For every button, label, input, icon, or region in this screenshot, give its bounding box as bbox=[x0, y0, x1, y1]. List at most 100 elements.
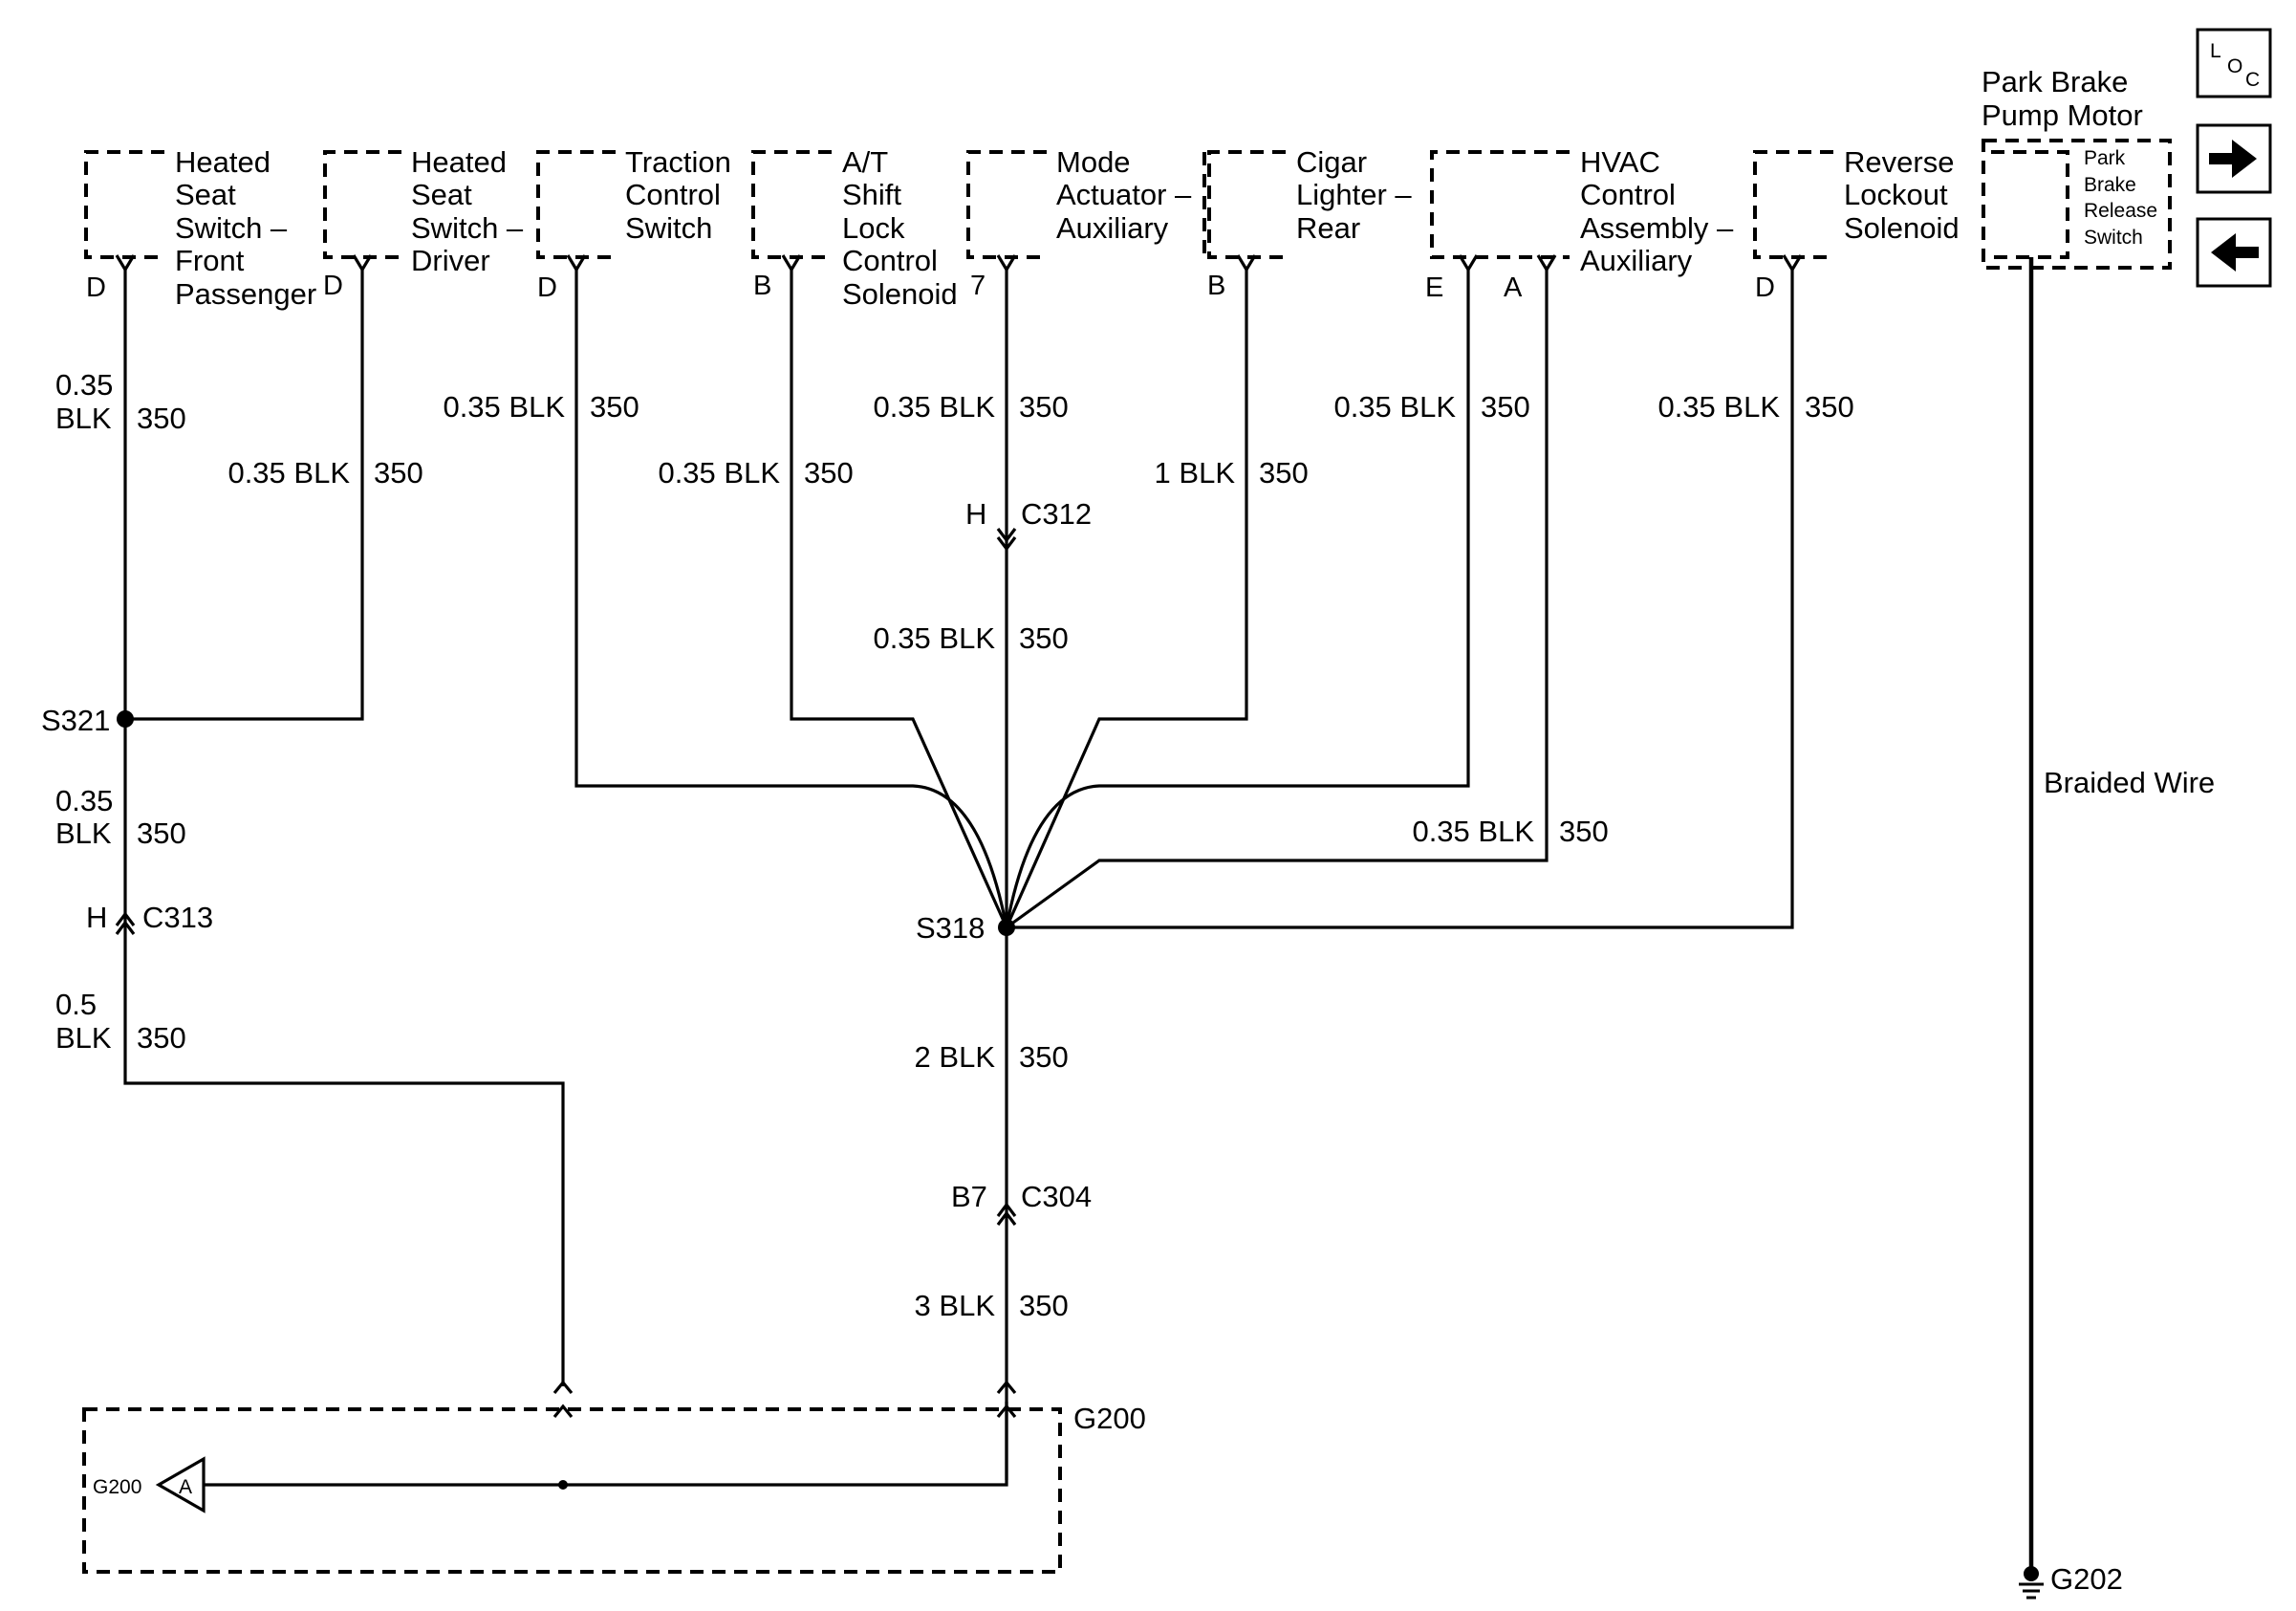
svg-text:7: 7 bbox=[970, 271, 986, 301]
svg-text:350: 350 bbox=[374, 456, 423, 490]
component-heated-seat-driver: Heated Seat Switch – Driver D bbox=[323, 145, 524, 301]
svg-text:1 BLK: 1 BLK bbox=[1155, 456, 1236, 490]
svg-text:C312: C312 bbox=[1021, 497, 1092, 531]
svg-text:D: D bbox=[86, 272, 106, 303]
svg-text:H: H bbox=[965, 497, 986, 531]
svg-text:Switch: Switch bbox=[2084, 227, 2143, 249]
svg-text:C304: C304 bbox=[1021, 1180, 1092, 1213]
svg-text:0.35 BLK: 0.35 BLK bbox=[443, 390, 565, 424]
svg-text:A: A bbox=[1504, 272, 1523, 303]
svg-text:350: 350 bbox=[1019, 390, 1069, 424]
svg-text:B: B bbox=[1207, 271, 1225, 301]
svg-text:Park: Park bbox=[2084, 147, 2126, 169]
svg-text:350: 350 bbox=[1259, 456, 1309, 490]
previous-page-button[interactable] bbox=[2196, 217, 2272, 288]
svg-text:3 BLK: 3 BLK bbox=[915, 1289, 996, 1322]
svg-text:Solenoid: Solenoid bbox=[1844, 211, 1960, 245]
svg-text:350: 350 bbox=[1559, 815, 1609, 848]
left-arrow-icon bbox=[2211, 233, 2259, 272]
svg-text:G200: G200 bbox=[1073, 1402, 1146, 1435]
component-heated-seat-front-passenger: Heated Seat Switch – Front Passenger D bbox=[84, 145, 316, 311]
svg-text:350: 350 bbox=[1805, 390, 1854, 424]
svg-text:E: E bbox=[1425, 272, 1443, 303]
svg-text:Switch –: Switch – bbox=[175, 211, 288, 245]
splice-s321: S321 bbox=[41, 704, 134, 737]
svg-text:Front: Front bbox=[175, 244, 245, 277]
svg-text:0.35 BLK: 0.35 BLK bbox=[658, 456, 780, 490]
ground-g200: G200 A G200 bbox=[82, 1402, 1146, 1574]
svg-text:A: A bbox=[179, 1476, 192, 1498]
svg-text:Lock: Lock bbox=[842, 211, 905, 245]
svg-text:Seat: Seat bbox=[175, 178, 236, 211]
svg-text:Park Brake: Park Brake bbox=[1982, 65, 2128, 98]
svg-text:Lockout: Lockout bbox=[1844, 178, 1948, 211]
component-park-brake-pump-motor: Park Brake Pump Motor Park Brake Release… bbox=[1982, 65, 2172, 270]
svg-text:Assembly –: Assembly – bbox=[1580, 211, 1734, 245]
svg-text:Braided Wire: Braided Wire bbox=[2044, 766, 2215, 799]
svg-text:0.35 BLK: 0.35 BLK bbox=[1412, 815, 1534, 848]
svg-text:350: 350 bbox=[1481, 390, 1530, 424]
component-cigar-lighter-rear: Cigar Lighter – Rear B bbox=[1202, 145, 1412, 301]
svg-text:Heated: Heated bbox=[411, 145, 507, 179]
svg-text:Auxiliary: Auxiliary bbox=[1580, 244, 1693, 277]
svg-text:350: 350 bbox=[804, 456, 854, 490]
svg-text:350: 350 bbox=[1019, 1289, 1069, 1322]
svg-text:Seat: Seat bbox=[411, 178, 472, 211]
svg-text:350: 350 bbox=[137, 1021, 186, 1055]
wires bbox=[123, 257, 2034, 1568]
connector-c304: B7 C304 bbox=[951, 1180, 1092, 1226]
svg-text:B: B bbox=[753, 271, 771, 301]
svg-text:A/T: A/T bbox=[842, 145, 888, 179]
next-page-button[interactable] bbox=[2196, 123, 2272, 194]
svg-text:G202: G202 bbox=[2050, 1562, 2123, 1596]
svg-text:Cigar: Cigar bbox=[1296, 145, 1367, 179]
svg-text:0.35 BLK: 0.35 BLK bbox=[873, 390, 995, 424]
svg-text:BLK: BLK bbox=[55, 1021, 112, 1055]
svg-text:Actuator –: Actuator – bbox=[1056, 178, 1192, 211]
component-reverse-lockout-solenoid: Reverse Lockout Solenoid D bbox=[1753, 145, 1960, 303]
component-traction-control-switch: Traction Control Switch D bbox=[536, 145, 731, 303]
splice-s318: S318 bbox=[916, 911, 1015, 945]
svg-text:0.35 BLK: 0.35 BLK bbox=[873, 621, 995, 655]
right-arrow-icon bbox=[2209, 140, 2257, 178]
svg-text:Mode: Mode bbox=[1056, 145, 1131, 179]
ground-g202: G202 bbox=[2019, 1562, 2123, 1600]
svg-text:Shift: Shift bbox=[842, 178, 901, 211]
svg-text:S321: S321 bbox=[41, 704, 110, 737]
svg-text:Solenoid: Solenoid bbox=[842, 277, 958, 311]
svg-text:Auxiliary: Auxiliary bbox=[1056, 211, 1169, 245]
svg-text:0.35 BLK: 0.35 BLK bbox=[1333, 390, 1456, 424]
svg-text:0.35 BLK: 0.35 BLK bbox=[1657, 390, 1780, 424]
svg-text:C: C bbox=[2245, 69, 2260, 91]
svg-text:2 BLK: 2 BLK bbox=[915, 1040, 996, 1074]
connector-c312: H C312 bbox=[965, 497, 1092, 552]
svg-text:BLK: BLK bbox=[55, 402, 112, 435]
svg-text:BLK: BLK bbox=[55, 816, 112, 850]
connector-c313: H C313 bbox=[86, 901, 213, 935]
svg-text:Reverse: Reverse bbox=[1844, 145, 1954, 179]
svg-text:Driver: Driver bbox=[411, 244, 490, 277]
svg-text:0.5: 0.5 bbox=[55, 988, 97, 1021]
svg-text:O: O bbox=[2227, 55, 2242, 77]
svg-text:0.35: 0.35 bbox=[55, 784, 113, 817]
svg-text:350: 350 bbox=[137, 816, 186, 850]
svg-text:L: L bbox=[2210, 40, 2221, 62]
svg-text:350: 350 bbox=[1019, 1040, 1069, 1074]
wire-labels: 0.35 BLK 350 0.35 BLK 350 0.35 BLK 350 0… bbox=[55, 368, 2215, 1322]
svg-text:Control: Control bbox=[625, 178, 721, 211]
component-mode-actuator-auxiliary: Mode Actuator – Auxiliary 7 bbox=[966, 145, 1192, 301]
svg-text:S318: S318 bbox=[916, 911, 985, 945]
svg-text:G200: G200 bbox=[93, 1476, 141, 1498]
svg-text:Switch –: Switch – bbox=[411, 211, 524, 245]
svg-text:350: 350 bbox=[1019, 621, 1069, 655]
junction-dot bbox=[558, 1480, 568, 1490]
ground-entry-marks bbox=[552, 1380, 1017, 1419]
svg-text:C313: C313 bbox=[142, 901, 213, 934]
svg-text:0.35: 0.35 bbox=[55, 368, 113, 402]
svg-text:D: D bbox=[1755, 272, 1775, 303]
location-view-button[interactable]: L O C bbox=[2196, 28, 2272, 98]
svg-text:Brake: Brake bbox=[2084, 174, 2136, 196]
svg-text:Switch: Switch bbox=[625, 211, 712, 245]
svg-text:350: 350 bbox=[137, 402, 186, 435]
